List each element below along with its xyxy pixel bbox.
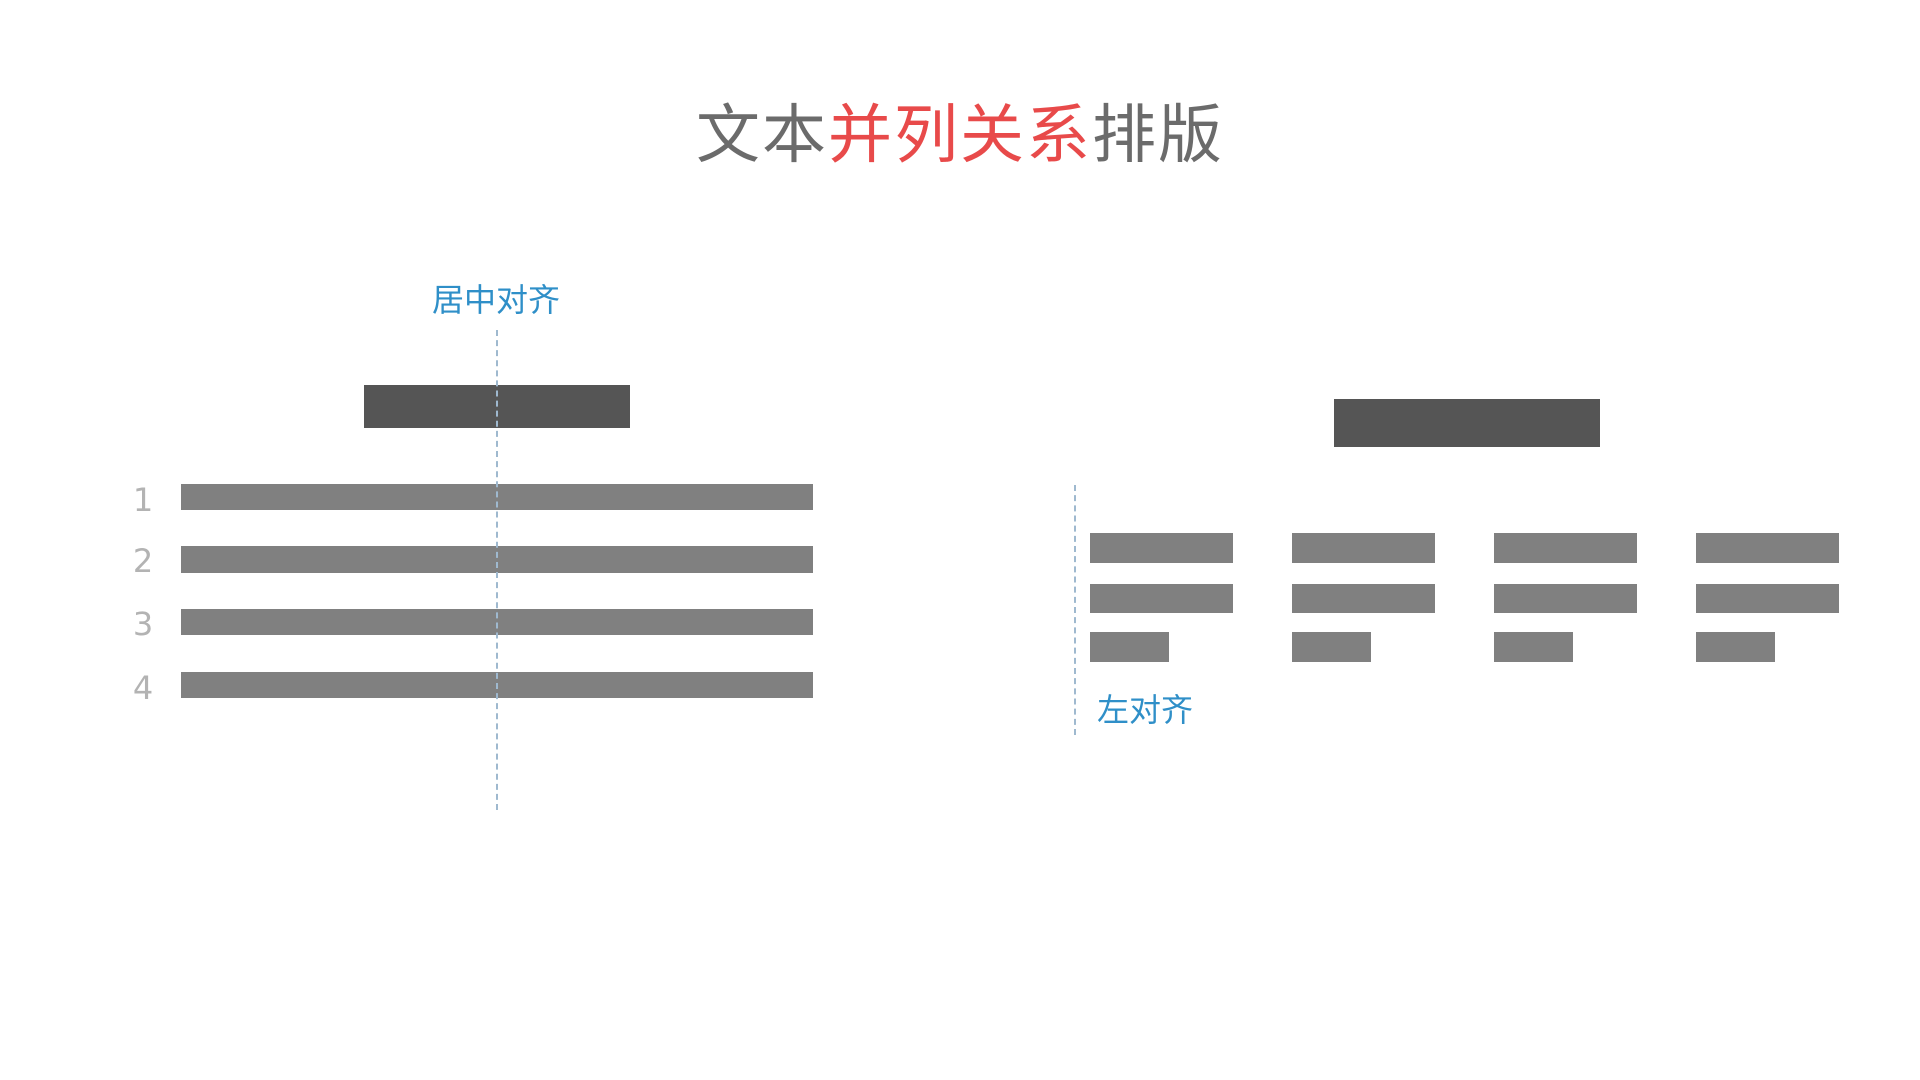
row-number-4: 4 — [132, 669, 154, 707]
col4-text-bar-3 — [1696, 632, 1775, 662]
col4-text-bar-2 — [1696, 584, 1839, 613]
row-number-2: 2 — [132, 542, 154, 580]
center-guide-line — [496, 330, 498, 810]
col1-text-bar-2 — [1090, 584, 1233, 613]
col2-text-bar-2 — [1292, 584, 1435, 613]
col4-text-bar-1 — [1696, 533, 1839, 563]
col3-text-bar-1 — [1494, 533, 1637, 563]
title-part-1: 文本 — [696, 99, 828, 173]
left-heading-block — [1334, 399, 1600, 447]
col2-text-bar-3 — [1292, 632, 1371, 662]
row-number-1: 1 — [132, 481, 154, 519]
row-number-3: 3 — [132, 605, 154, 643]
left-align-label: 左对齐 — [1097, 691, 1194, 729]
page-title: 文本并列关系排版 — [0, 96, 1920, 176]
col1-text-bar-3 — [1090, 632, 1169, 662]
title-highlight: 并列关系 — [828, 99, 1092, 173]
left-guide-line — [1074, 485, 1076, 735]
col3-text-bar-3 — [1494, 632, 1573, 662]
col3-text-bar-2 — [1494, 584, 1637, 613]
center-align-label: 居中对齐 — [432, 281, 561, 319]
col2-text-bar-1 — [1292, 533, 1435, 563]
col1-text-bar-1 — [1090, 533, 1233, 563]
title-part-2: 排版 — [1092, 99, 1224, 173]
